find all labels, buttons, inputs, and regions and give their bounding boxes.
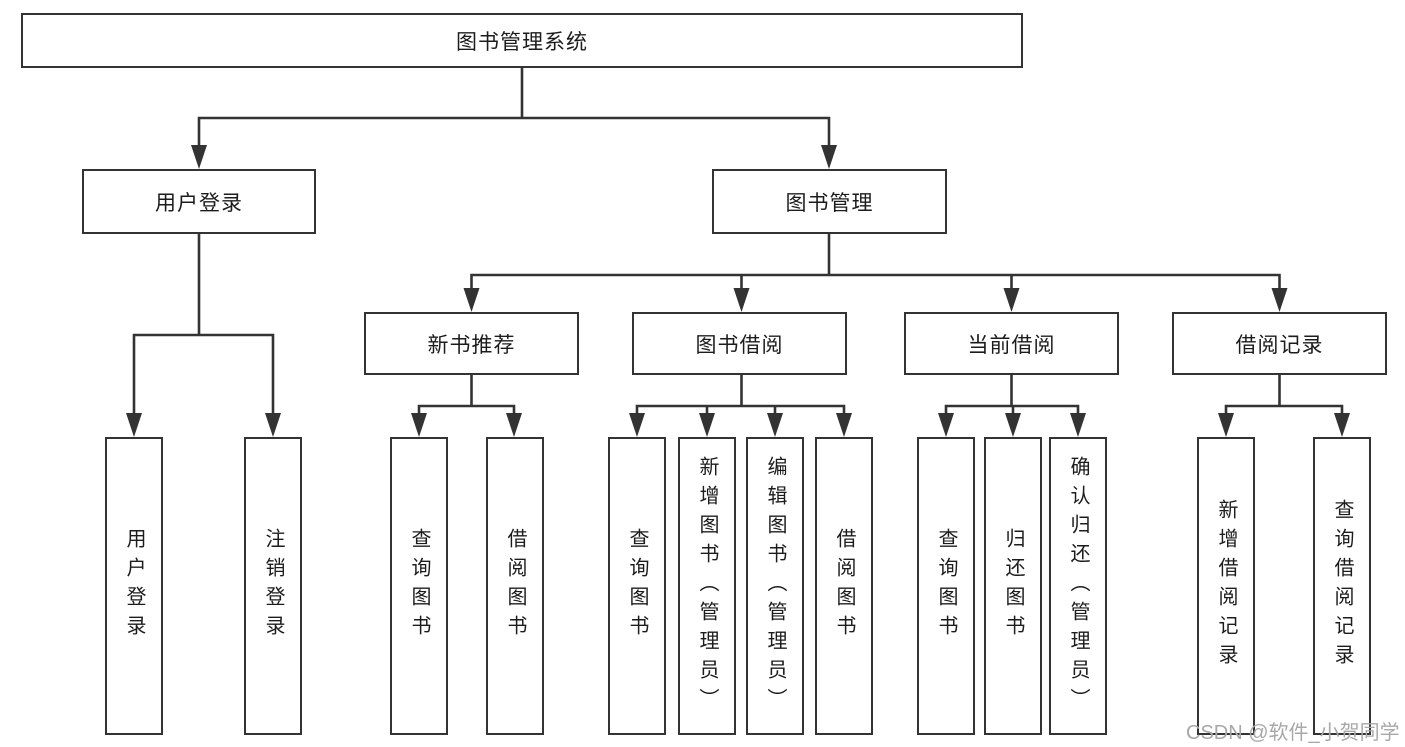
connector-bookborrow-to-leaves — [629, 373, 852, 437]
connector-currentborrow-to-leaves — [938, 373, 1086, 437]
leaf-query-books-3-label: 查询图书 — [935, 528, 957, 644]
connector-userlogin-to-leaves — [126, 231, 281, 437]
node-root-label: 图书管理系统 — [456, 30, 588, 54]
connector-newbooks-to-leaves — [411, 373, 522, 437]
leaf-logout: 注销登录 — [244, 437, 302, 735]
leaf-edit-books-admin: 编辑图书（管理员） — [746, 437, 804, 735]
csdn-watermark: CSDN @软件_小贺同学 — [1186, 722, 1400, 744]
connector-bookmgmt-to-level3 — [463, 231, 1288, 312]
leaf-logout-label: 注销登录 — [262, 528, 284, 644]
node-borrow-records: 借阅记录 — [1172, 312, 1387, 375]
node-book-borrow: 图书借阅 — [632, 312, 847, 375]
leaf-query-borrow-record-label: 查询借阅记录 — [1331, 499, 1353, 673]
leaf-query-books-1-label: 查询图书 — [408, 528, 430, 644]
leaf-borrow-books-1: 借阅图书 — [486, 437, 544, 735]
leaf-user-login: 用户登录 — [105, 437, 163, 735]
leaf-borrow-books-2-label: 借阅图书 — [833, 528, 855, 644]
node-new-book-recommend-label: 新书推荐 — [427, 333, 516, 357]
leaf-return-books: 归还图书 — [984, 437, 1042, 735]
node-borrow-records-label: 借阅记录 — [1235, 333, 1324, 357]
node-current-borrow-label: 当前借阅 — [967, 333, 1056, 357]
leaf-confirm-return-admin-label: 确认归还（管理员） — [1067, 455, 1089, 717]
leaf-return-books-label: 归还图书 — [1002, 528, 1024, 644]
leaf-add-borrow-record-label: 新增借阅记录 — [1215, 499, 1237, 673]
leaf-query-books-2: 查询图书 — [608, 437, 666, 735]
leaf-add-borrow-record: 新增借阅记录 — [1197, 437, 1255, 735]
leaf-add-books-admin: 新增图书（管理员） — [678, 437, 736, 735]
node-user-login: 用户登录 — [82, 169, 316, 234]
node-book-management: 图书管理 — [712, 169, 947, 234]
node-book-management-label: 图书管理 — [785, 191, 874, 215]
leaf-add-books-admin-label: 新增图书（管理员） — [696, 455, 718, 717]
node-root-system: 图书管理系统 — [21, 13, 1023, 68]
node-new-book-recommend: 新书推荐 — [364, 312, 579, 375]
leaf-user-login-label: 用户登录 — [123, 528, 145, 644]
leaf-query-books-3: 查询图书 — [917, 437, 975, 735]
leaf-borrow-books-2: 借阅图书 — [815, 437, 873, 735]
leaf-query-books-2-label: 查询图书 — [626, 528, 648, 644]
connector-root-to-level2 — [191, 66, 837, 169]
leaf-confirm-return-admin: 确认归还（管理员） — [1049, 437, 1107, 735]
node-user-login-label: 用户登录 — [155, 191, 243, 215]
node-book-borrow-label: 图书借阅 — [695, 333, 784, 357]
leaf-query-books-1: 查询图书 — [390, 437, 448, 735]
node-current-borrow: 当前借阅 — [904, 312, 1119, 375]
leaf-borrow-books-1-label: 借阅图书 — [504, 528, 526, 644]
leaf-edit-books-admin-label: 编辑图书（管理员） — [764, 455, 786, 717]
leaf-query-borrow-record: 查询借阅记录 — [1313, 437, 1371, 735]
connector-borrowrecords-to-leaves — [1218, 373, 1350, 437]
